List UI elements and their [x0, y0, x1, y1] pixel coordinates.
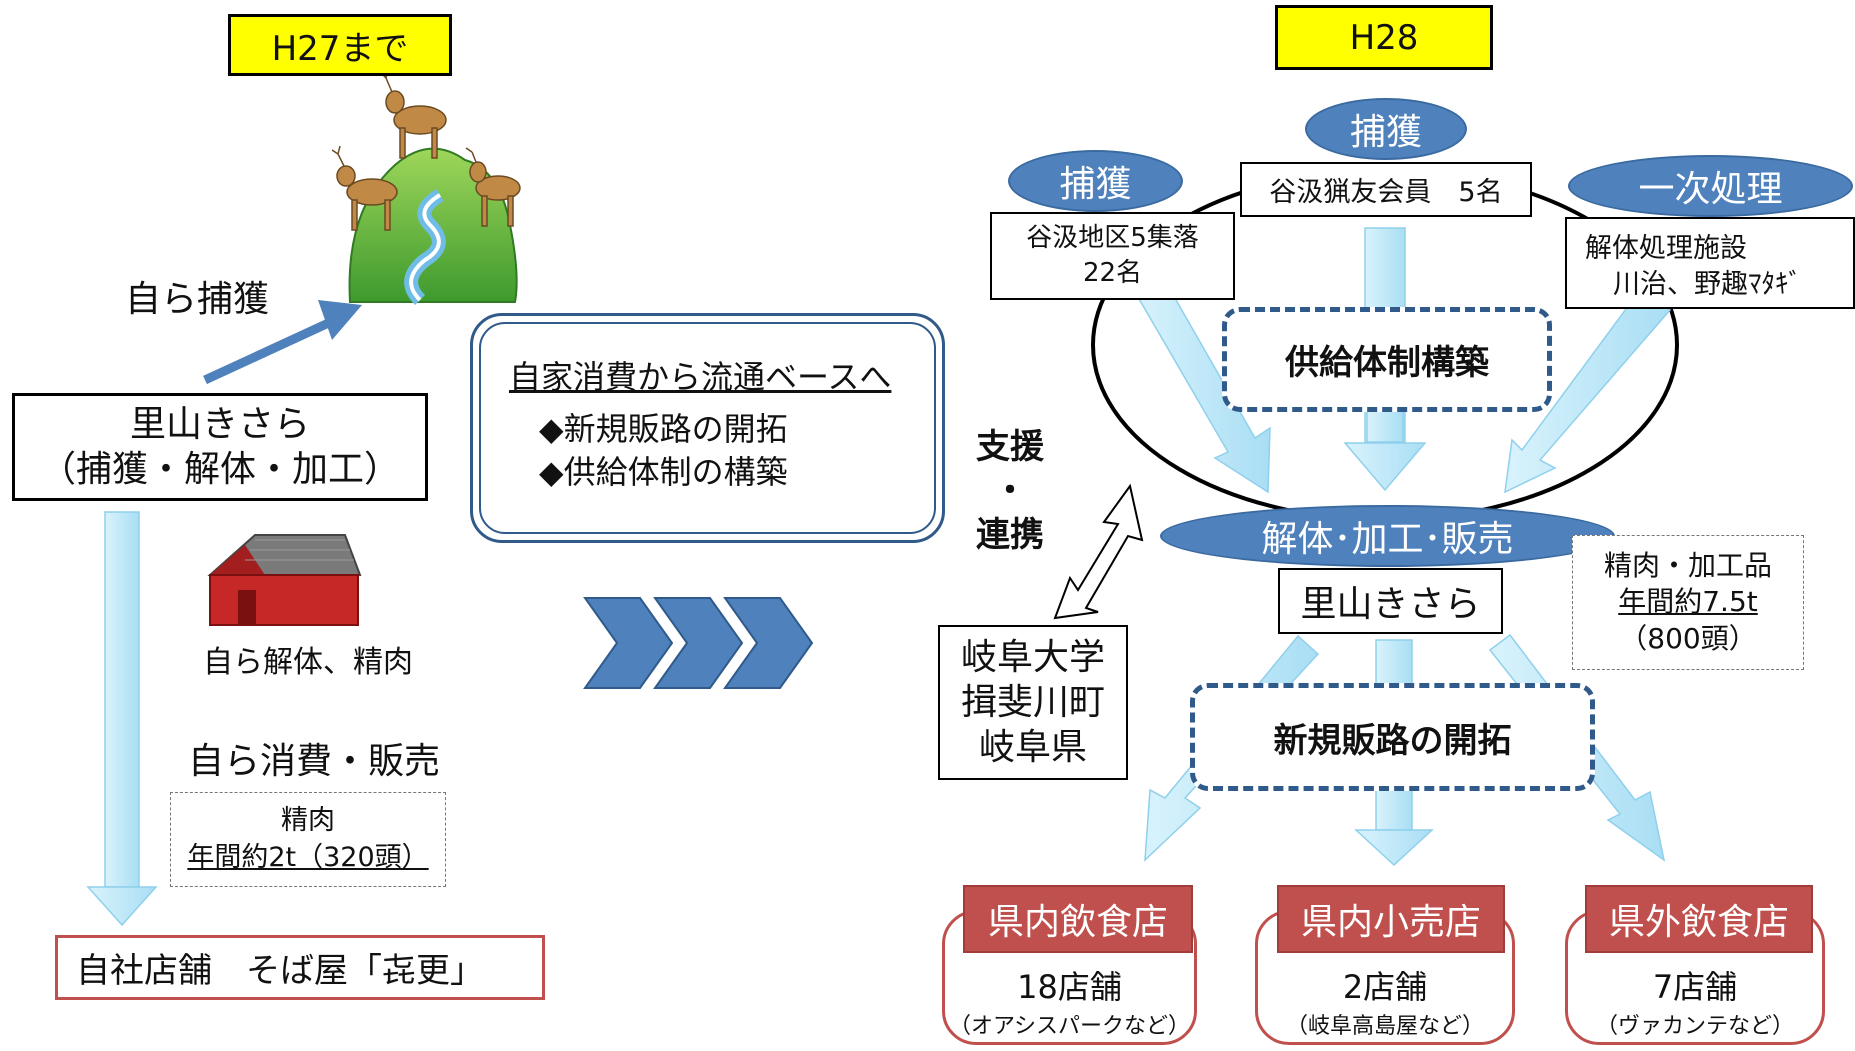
new-channels-box: 新規販路の開拓 [1190, 683, 1595, 791]
capture-tag-top-label: 捕獲 [1349, 112, 1422, 153]
primary-processing-label: 一次処理 [1638, 169, 1783, 210]
self-dismantle-label: 自ら解体、精肉 [203, 645, 413, 680]
villages-line1: 谷汲地区5集落 [1026, 222, 1199, 253]
output-volume-box-right: 精肉・加工品 年間約7.5t （800頭） [1572, 535, 1804, 670]
flow-down-arrow [86, 511, 158, 927]
support-label-1: 支援 [976, 427, 1044, 467]
processing-facility-line1: 解体処理施設 [1585, 233, 1747, 264]
double-headed-arrow-icon [1053, 483, 1144, 620]
outlet-example: （ヴァカンテなど） [1595, 1014, 1794, 1039]
primary-processing-tag: 一次処理 [1568, 155, 1853, 217]
policy-item-new-channels: ◆新規販路の開拓 [539, 410, 788, 448]
hunters-club-box: 谷汲猟友会員 5名 [1240, 162, 1532, 217]
capture-arrow [203, 300, 362, 385]
process-sales-tag: 解体･加工･販売 [1160, 505, 1615, 567]
outlet-detail-prefecture-retail: 2店舗 （岐阜高島屋など） [1255, 962, 1515, 1040]
capture-tag-left-label: 捕獲 [1059, 164, 1132, 205]
partners-box: 岐阜大学 揖斐川町 岐阜県 [938, 625, 1128, 780]
outlet-example: （岐阜高島屋など） [1285, 1014, 1484, 1039]
meat-volume-left: 年間約2t（320頭） [187, 841, 429, 873]
org-box-left: 里山きさら （捕獲・解体・加工） [12, 393, 428, 501]
new-channels-label: 新規販路の開拓 [1273, 720, 1512, 761]
period-tag-h27: H27まで [228, 14, 452, 76]
outlet-detail-outside-restaurants: 7店舗 （ヴァカンテなど） [1565, 962, 1825, 1040]
outlet-example: （オアシスパークなど） [948, 1014, 1191, 1039]
outlet-name-prefecture-restaurants: 県内飲食店 [963, 885, 1193, 953]
processing-facility-box: 解体処理施設 川治、野趣ﾏﾀｷﾞ [1565, 217, 1855, 309]
processing-facility-line2: 川治、野趣ﾏﾀｷﾞ [1613, 269, 1802, 301]
partner-gifu-prefecture: 岐阜県 [978, 727, 1087, 768]
period-tag-h28: H28 [1275, 5, 1493, 70]
capture-tag-top: 捕獲 [1305, 98, 1467, 160]
outlet-count: 2店舗 [1342, 968, 1428, 1006]
period-tag-h28-label: H28 [1349, 17, 1419, 58]
output-line3: （800頭） [1619, 621, 1757, 655]
villages-line2: 22名 [1082, 258, 1143, 288]
own-store-label: 自社店舗 そば屋「㐂更」 [76, 951, 484, 991]
org-name-left: 里山きさら [129, 404, 310, 445]
period-tag-h27-label: H27まで [271, 28, 409, 69]
capture-tag-left: 捕獲 [1008, 150, 1183, 212]
support-label-dot: ・ [993, 471, 1027, 512]
outlet-count: 7店舗 [1652, 968, 1738, 1006]
outlet-name-outside-restaurants-label: 県外飲食店 [1608, 902, 1789, 943]
own-store-box: 自社店舗 そば屋「㐂更」 [55, 935, 545, 1000]
red-barn-icon [207, 534, 362, 626]
output-line2: 年間約7.5t [1618, 585, 1758, 619]
partner-gifu-university: 岐阜大学 [960, 637, 1105, 678]
org-sub-left: （捕獲・解体・加工） [39, 449, 400, 490]
supply-arrows [1128, 227, 1672, 494]
outlet-detail-prefecture-restaurants: 18店舗 （オアシスパークなど） [942, 962, 1197, 1040]
outlet-name-prefecture-restaurants-label: 県内飲食店 [987, 902, 1168, 943]
supply-system-label: 供給体制構築 [1285, 343, 1489, 383]
support-label-2: 連携 [976, 515, 1044, 556]
policy-heading: 自家消費から流通ベースへ [509, 358, 892, 396]
support-label: 支援 ・ 連携 [975, 425, 1045, 558]
self-consume-label: 自ら消費・販売 [188, 741, 441, 782]
chevron-arrows-icon [583, 597, 814, 689]
outlet-name-prefecture-retail-label: 県内小売店 [1300, 902, 1481, 943]
org-box-right: 里山きさら [1278, 568, 1503, 634]
villages-box: 谷汲地区5集落 22名 [990, 212, 1235, 300]
supply-system-box: 供給体制構築 [1222, 307, 1552, 412]
policy-box-inner: 自家消費から流通ベースへ ◆新規販路の開拓 ◆供給体制の構築 [479, 322, 936, 534]
outlet-name-prefecture-retail: 県内小売店 [1277, 885, 1505, 953]
meat-label-left: 精肉 [281, 805, 335, 837]
policy-box-outer: 自家消費から流通ベースへ ◆新規販路の開拓 ◆供給体制の構築 [470, 313, 945, 543]
org-name-right: 里山きさら [1300, 584, 1481, 625]
output-line1: 精肉・加工品 [1603, 548, 1772, 582]
outlet-name-outside-restaurants: 県外飲食店 [1585, 885, 1813, 953]
outlet-count: 18店舗 [1017, 968, 1122, 1006]
policy-item-supply: ◆供給体制の構築 [539, 453, 788, 492]
process-sales-label: 解体･加工･販売 [1261, 519, 1514, 560]
partner-ibigawa-town: 揖斐川町 [960, 682, 1105, 723]
self-capture-label: 自ら捕獲 [125, 279, 270, 320]
hunters-club-label: 谷汲猟友会員 5名 [1269, 177, 1503, 208]
mountain-with-deer-icon [331, 69, 521, 305]
meat-volume-box-left: 精肉 年間約2t（320頭） [170, 792, 446, 887]
